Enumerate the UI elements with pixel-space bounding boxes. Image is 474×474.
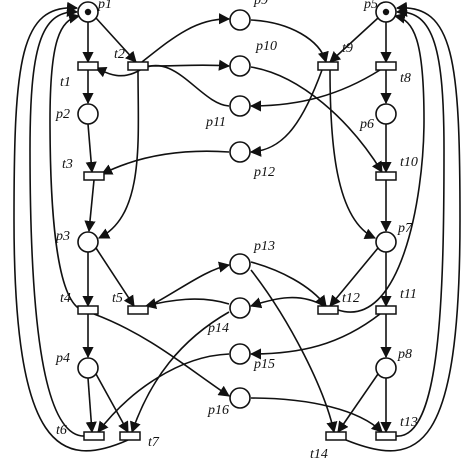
place-p12 <box>229 141 251 163</box>
label-layer: p1 p2 p3 p4 p5 p6 p7 p8 p9 p10 p11 p12 p13 p14 p15 p16 t… <box>55 0 418 462</box>
arc-t7-to-p1 <box>13 1 129 452</box>
arc-t12-to-p5 <box>337 12 425 313</box>
arc-t9-to-p7 <box>329 69 377 239</box>
place-p10 <box>229 55 251 77</box>
transition-t4 <box>77 305 99 315</box>
node-layer <box>77 1 397 441</box>
place-p13 <box>229 253 251 275</box>
arc-t11-to-p15 <box>249 313 381 360</box>
place-label-p4: p4 <box>55 351 70 366</box>
place-p6 <box>375 103 397 125</box>
arc-t9-to-p12 <box>249 69 323 157</box>
transition-t5 <box>127 305 149 315</box>
place-label-p12: p12 <box>253 165 275 180</box>
arc-t6-to-p1 <box>29 5 87 437</box>
arc-p3-to-t5 <box>95 247 135 307</box>
place-label-p5: p5 <box>363 0 378 12</box>
place-label-p10: p10 <box>255 39 277 54</box>
arc-t2-to-p3 <box>97 69 140 239</box>
transition-t14 <box>325 431 347 441</box>
transition-label-t3: t3 <box>62 157 73 172</box>
place-label-p7: p7 <box>397 221 413 236</box>
place-p11 <box>229 95 251 117</box>
place-p14 <box>229 297 251 319</box>
arc-p4-to-t7 <box>95 373 129 433</box>
transition-label-t14: t14 <box>310 447 328 462</box>
place-p7 <box>375 231 397 253</box>
transition-t3 <box>83 171 105 181</box>
transition-label-t9: t9 <box>342 41 353 56</box>
arc-p5-to-t9 <box>329 17 379 63</box>
arc-p8-to-t14 <box>337 373 379 433</box>
place-label-p13: p13 <box>253 239 275 254</box>
place-label-p14: p14 <box>207 321 229 336</box>
transition-t2 <box>127 61 149 71</box>
transition-label-t1: t1 <box>60 75 71 90</box>
arc-t8-to-p11 <box>249 69 381 112</box>
transition-label-t4: t4 <box>60 291 71 306</box>
transition-label-t7: t7 <box>148 435 160 450</box>
place-p16 <box>229 387 251 409</box>
arc-layer <box>13 1 461 452</box>
transition-t12 <box>317 305 339 315</box>
transition-label-t2: t2 <box>114 47 125 62</box>
transition-t8 <box>375 61 397 71</box>
arc-p14-to-t5 <box>144 298 230 309</box>
arc-p12-to-t3 <box>100 150 230 175</box>
place-label-p1: p1 <box>97 0 112 12</box>
arc-t3-to-p3 <box>84 179 96 233</box>
arc-p13-to-t12 <box>250 261 327 307</box>
transition-label-t6: t6 <box>56 423 67 438</box>
arc-t13-to-p5 <box>395 5 445 437</box>
place-p9 <box>229 9 251 31</box>
arc-t14-to-p5 <box>345 1 461 452</box>
token-p5 <box>382 8 390 16</box>
place-p2 <box>77 103 99 125</box>
transition-t9 <box>317 61 339 71</box>
arc-p10-to-t10 <box>250 66 383 173</box>
transition-t11 <box>375 305 397 315</box>
transition-label-t13: t13 <box>400 415 418 430</box>
transition-t6 <box>83 431 105 441</box>
place-p15 <box>229 343 251 365</box>
arc-p11-to-t1 <box>94 64 230 107</box>
transition-t7 <box>119 431 141 441</box>
place-label-p11: p11 <box>205 115 226 130</box>
arc-t4-to-p16 <box>93 313 230 397</box>
place-p8 <box>375 357 397 379</box>
transition-t1 <box>77 61 99 71</box>
place-label-p9: p9 <box>253 0 268 8</box>
transition-label-t5: t5 <box>112 291 123 306</box>
place-label-p15: p15 <box>253 357 275 372</box>
arc-p14-to-t7 <box>130 311 230 434</box>
arc-t4-to-p1 <box>49 12 83 311</box>
place-label-p6: p6 <box>359 117 374 132</box>
transition-label-t8: t8 <box>400 71 411 86</box>
arc-p7-to-t12 <box>329 247 379 307</box>
place-label-p2: p2 <box>55 107 70 122</box>
transition-label-t10: t10 <box>400 155 418 170</box>
arc-p9-to-t9 <box>250 19 329 64</box>
arc-t2-to-p9 <box>141 13 231 63</box>
arc-p2-to-t3 <box>85 123 97 174</box>
place-label-p8: p8 <box>397 347 412 362</box>
place-p4 <box>77 357 99 379</box>
arc-p1-to-t2 <box>95 17 137 63</box>
place-p3 <box>77 231 99 253</box>
place-label-p16: p16 <box>207 403 229 418</box>
token-p1 <box>84 8 92 16</box>
arc-p15-to-t6 <box>97 353 230 433</box>
arc-p4-to-t6 <box>85 377 97 434</box>
arc-p16-to-t13 <box>250 397 383 433</box>
transition-t10 <box>375 171 397 181</box>
transition-label-t12: t12 <box>342 291 360 306</box>
arc-t12-to-p14 <box>249 296 325 309</box>
arc-p13-to-t14 <box>250 269 338 434</box>
place-label-p3: p3 <box>55 229 70 244</box>
transition-label-t11: t11 <box>400 287 417 302</box>
transition-t13 <box>375 431 397 441</box>
